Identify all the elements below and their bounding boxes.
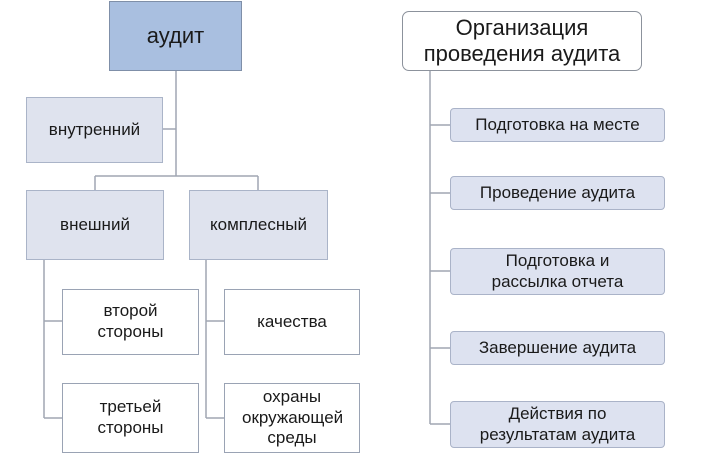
step-report-preparation-label: Подготовка и рассылка отчета: [491, 250, 624, 291]
node-second-party-label: второй стороны: [97, 301, 164, 341]
node-quality: качества: [224, 289, 360, 355]
node-external: внешний: [26, 190, 164, 260]
step-follow-up-actions: Действия по результатам аудита: [450, 401, 665, 448]
step-onsite-preparation: Подготовка на месте: [450, 108, 665, 142]
node-internal: внутренний: [26, 97, 163, 163]
node-second-party: второй стороны: [62, 289, 199, 355]
node-audit-organization-label: Организация проведения аудита: [423, 15, 621, 66]
node-environment: охраны окружающей среды: [224, 383, 360, 453]
step-onsite-preparation-label: Подготовка на месте: [475, 114, 640, 134]
node-external-label: внешний: [60, 214, 130, 234]
step-follow-up-actions-label: Действия по результатам аудита: [479, 403, 636, 444]
node-audit-organization: Организация проведения аудита: [402, 11, 642, 71]
node-third-party: третьей стороны: [62, 383, 199, 453]
node-audit-label: аудит: [146, 22, 205, 48]
node-third-party-label: третьей стороны: [97, 397, 164, 437]
node-audit: аудит: [109, 1, 242, 71]
step-audit-completion: Завершение аудита: [450, 331, 665, 365]
node-complex-label: комплесный: [210, 214, 307, 234]
node-internal-label: внутренний: [48, 119, 141, 139]
node-complex: комплесный: [189, 190, 328, 260]
step-conducting-audit-label: Проведение аудита: [479, 182, 636, 202]
step-report-preparation: Подготовка и рассылка отчета: [450, 248, 665, 295]
step-audit-completion-label: Завершение аудита: [478, 337, 637, 357]
node-environment-label: охраны окружающей среды: [242, 386, 344, 448]
step-conducting-audit: Проведение аудита: [450, 176, 665, 210]
node-quality-label: качества: [257, 311, 327, 331]
